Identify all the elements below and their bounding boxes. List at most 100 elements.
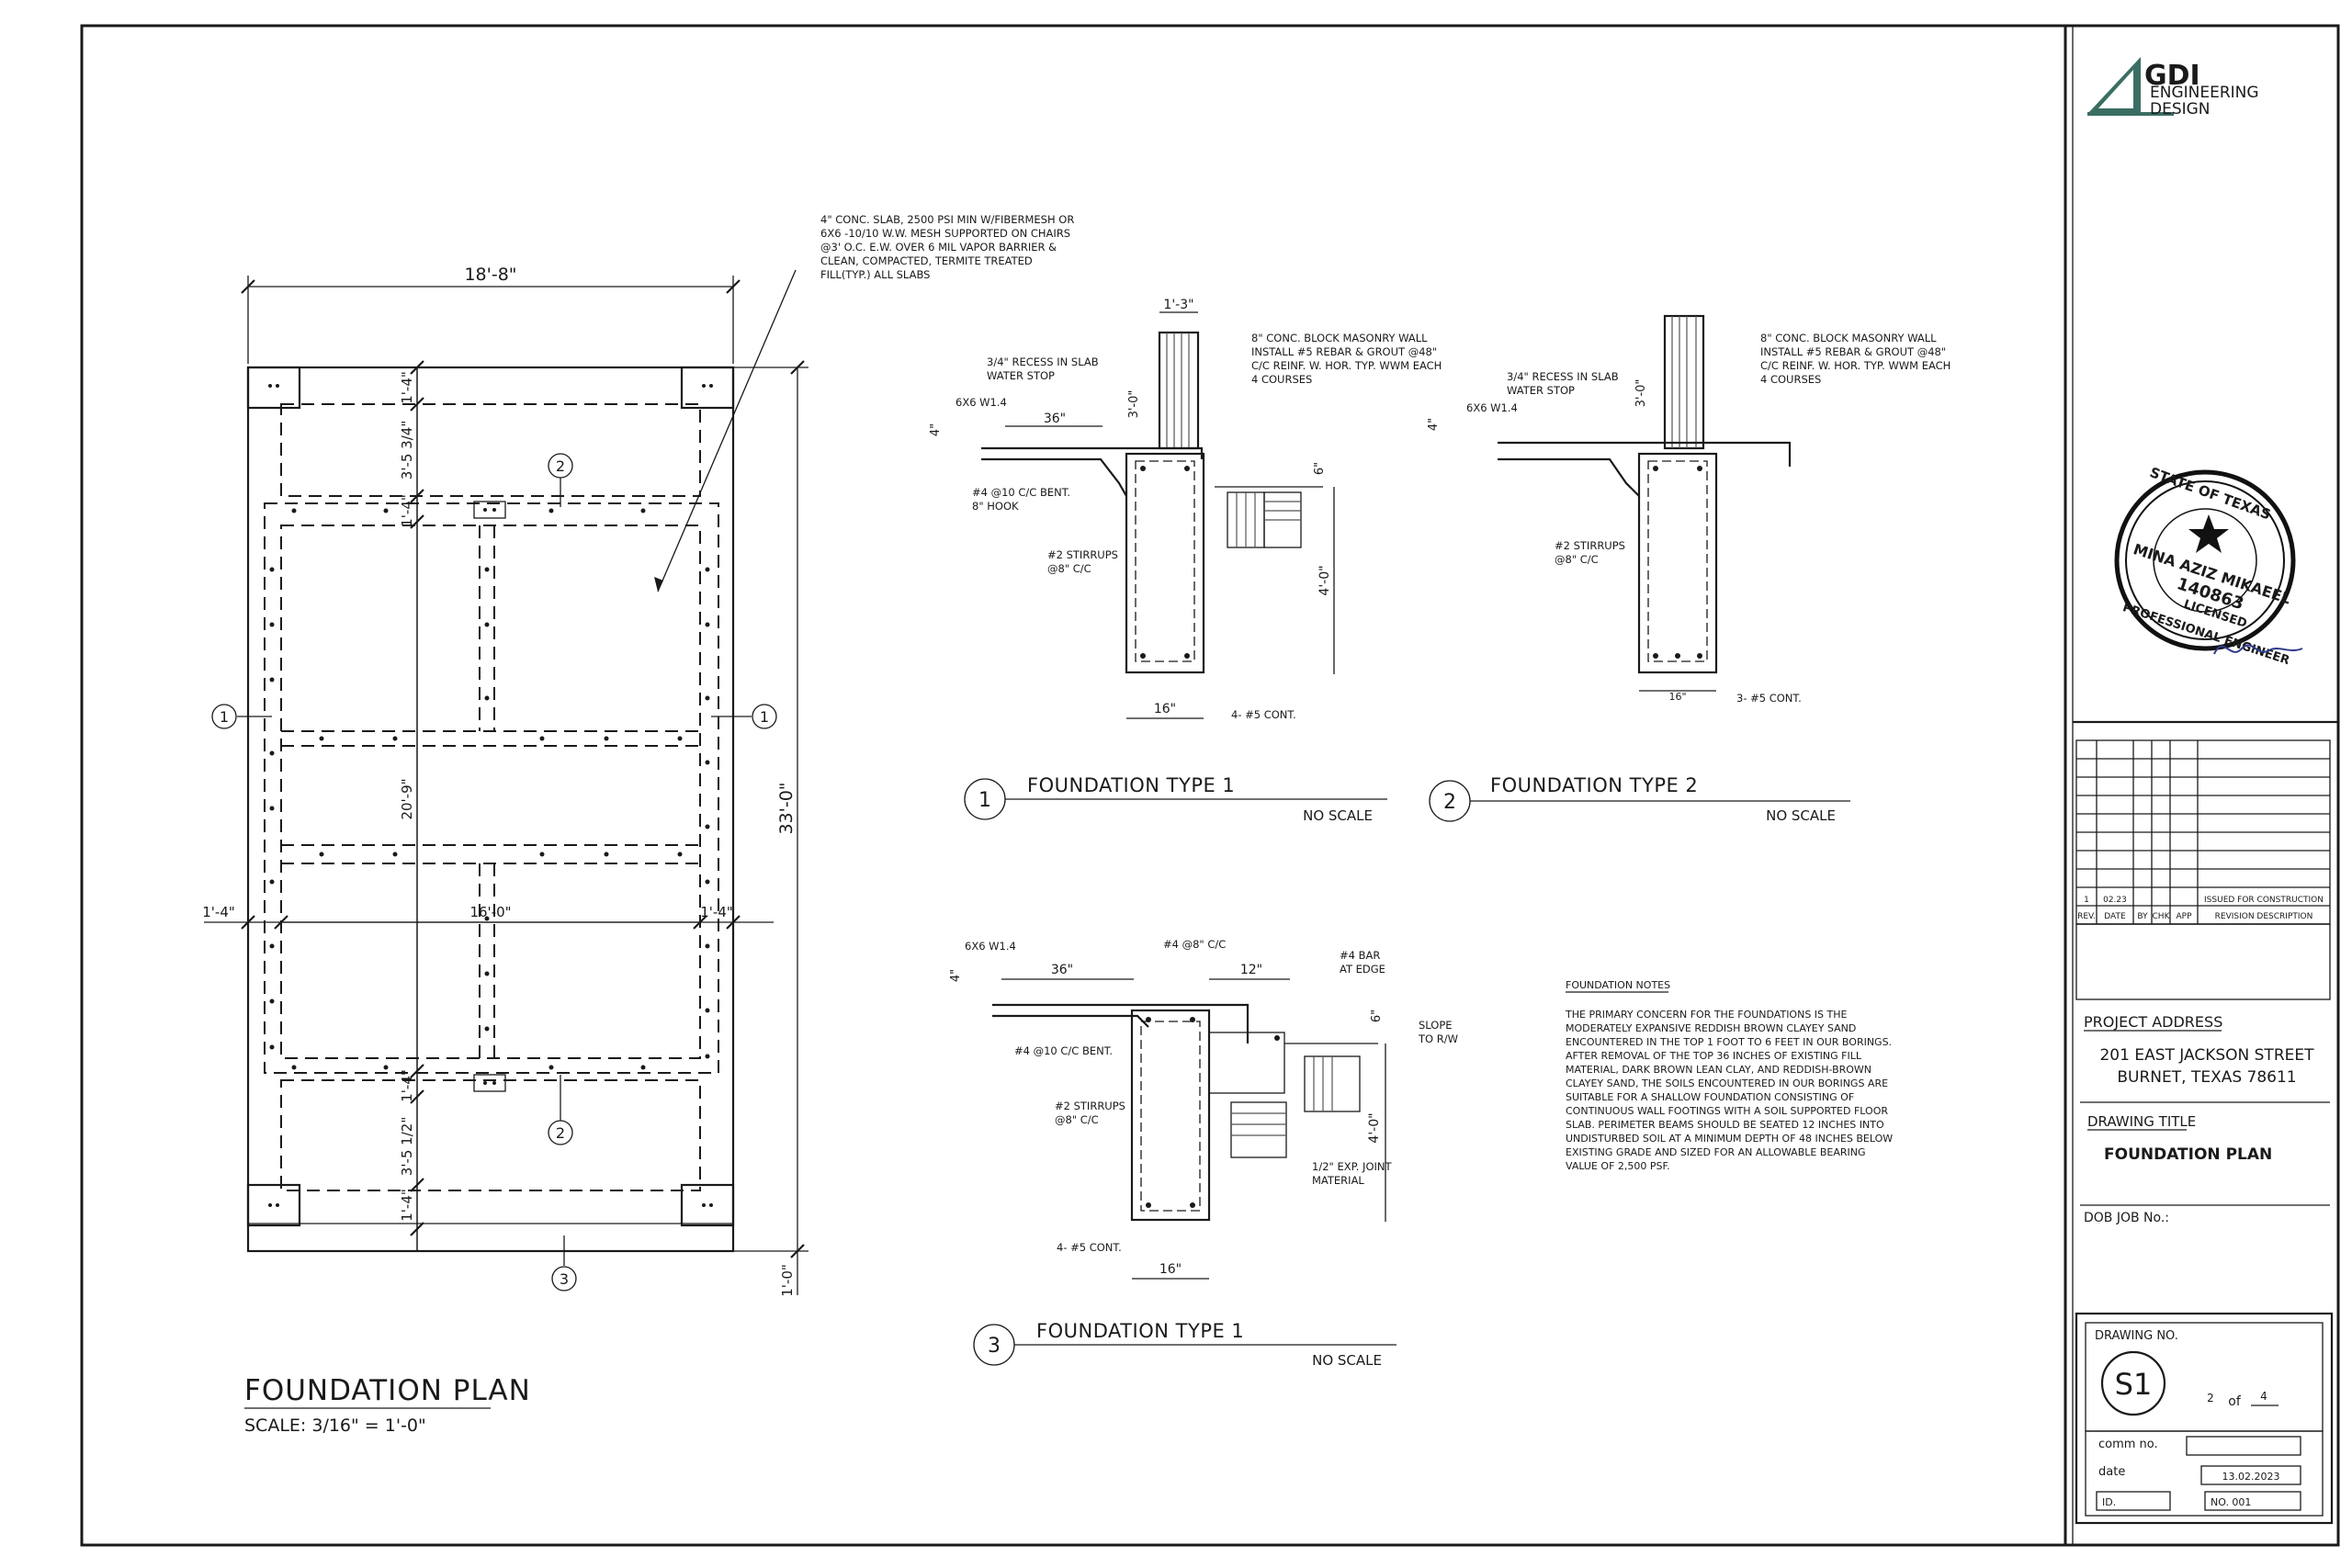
section-marker [551,1266,577,1292]
rev-header-by: BY [2137,912,2148,921]
d3-stirrups: #2 STIRRUPS @8" C/C [1055,1100,1129,1126]
rev-number: 1 [2084,896,2089,905]
corner-pad [680,366,735,410]
d3-top-bar: #4 @8" C/C [1163,938,1226,951]
section-marker [211,704,237,729]
date-label: date [2098,1465,2125,1479]
d2-mesh: 6X6 W1.4 [1466,401,1518,414]
address-line-2: BURNET, TEXAS 78611 [2117,1068,2296,1087]
date-value: 13.02.2023 [2222,1471,2280,1483]
d2-scale: NO SCALE [1766,807,1836,824]
rev-header-rev: REV. [2077,912,2096,921]
drawing-no: S1 [2115,1367,2153,1402]
d2-wall-note: 8" CONC. BLOCK MASONRY WALL INSTALL #5 R… [1760,332,1954,386]
notes-line: SLAB. PERIMETER BEAMS SHOULD BE SEATED 1… [1566,1119,1884,1131]
d3-bent: #4 @10 C/C BENT. [1014,1044,1113,1057]
d1-dim-depth: 4'-0" [1317,565,1332,595]
rev-header-app: APP [2176,912,2192,921]
d3-title: FOUNDATION TYPE 1 [1036,1320,1244,1342]
corner-pad [680,1183,735,1227]
sheet-border [80,24,2340,1547]
d2-dim-3: 3'-0" [1634,379,1648,408]
professional-engineer-seal: STATE OF TEXAS MINA AZIZ MIKAEEL 140863 … [2114,464,2303,668]
dob-job-label: DOB JOB No.: [2084,1211,2169,1225]
marker-right-label: 1 [760,708,769,726]
sheet-number: 2 [2207,1392,2214,1404]
notes-line: UNDISTURBED SOIL AT A MINIMUM DEPTH OF 4… [1566,1133,1893,1145]
d1-scale: NO SCALE [1303,807,1373,824]
revision-table: 1 02.23 ISSUED FOR CONSTRUCTION REV. DAT… [2075,739,2331,1000]
drawing-title: FOUNDATION PLAN [2104,1145,2272,1164]
rebar-dots [268,384,713,1207]
dim-interior-width: 16'-0" [469,904,511,920]
marker-section-label: 3 [560,1270,569,1288]
d2-stirrups: #2 STIRRUPS @8" C/C [1555,539,1629,566]
plan-title: FOUNDATION PLAN [244,1374,531,1407]
detail-foundation-type-1: 1'-3" 36" 4" 3'-0" 6" 4'-0" 16" 8" CONC.… [929,298,1442,824]
notes-line: EXISTING GRADE AND SIZED FOR AN ALLOWABL… [1566,1146,1866,1158]
notes-line: CONTINUOUS WALL FOOTINGS WITH A SOIL SUP… [1566,1105,1888,1117]
d3-dim-depth: 4'-0" [1367,1112,1382,1143]
d3-dim-12: 12" [1240,963,1262,977]
rev-header-desc: REVISION DESCRIPTION [2215,912,2313,921]
dim-edge-right: 1'-4" [700,904,733,920]
dim-edge-left: 1'-4" [202,904,235,920]
d3-edge-bar: #4 BAR AT EDGE [1340,949,1385,976]
d1-dim-slab: 36" [1044,412,1066,426]
company-logo: GDI ENGINEERING DESIGN [2087,57,2259,118]
drawing-title-label: DRAWING TITLE [2087,1113,2196,1130]
corner-pad [246,1183,301,1227]
d3-slope: SLOPE TO R/W [1418,1019,1458,1045]
d1-dim-6: 6" [1313,462,1327,475]
sheet-total: 4 [2260,1390,2267,1403]
dim-interior-height: 20'-9" [399,778,415,819]
d3-joint: 1/2" EXP. JOINT MATERIAL [1312,1160,1395,1187]
d3-number: 3 [988,1335,1001,1358]
d2-recess: 3/4" RECESS IN SLAB WATER STOP [1507,370,1622,397]
no-value: NO. 001 [2211,1496,2251,1508]
section-marker [752,704,777,729]
d1-number: 1 [978,789,991,812]
rev-description: ISSUED FOR CONSTRUCTION [2204,896,2324,905]
logo-engineering: ENGINEERING [2150,84,2259,102]
id-label: ID. [2102,1496,2116,1508]
foundation-notes: FOUNDATION NOTES THE PRIMARY CONCERN FOR… [1565,979,1893,1172]
d3-cont: 4- #5 CONT. [1057,1241,1122,1254]
dim-overall-width: 18'-8" [464,265,516,285]
detail-foundation-type-2: 16" 4" 3'-0" 8" CONC. BLOCK MASONRY WALL… [1427,314,1954,824]
d1-dim-3: 3'-0" [1127,390,1141,419]
plan-slab-outline [246,366,735,1253]
drawing-no-label: DRAWING NO. [2095,1329,2178,1343]
corner-pad [246,366,301,410]
dim-bottom-extra: 1'-0" [779,1264,796,1297]
dim-top-1: 1'-4" [399,371,415,404]
rev-header-chk: CHK [2153,912,2171,921]
d3-mesh: 6X6 W1.4 [965,940,1016,953]
sheet-of: of [2228,1394,2242,1409]
drawing-no-circle [2100,1350,2166,1416]
d3-dim-width: 16" [1159,1262,1182,1277]
foundation-plan: 18'-8" 33'-0" 1'-0" 1'-4" 3'-5 3/4" 1'-4… [202,213,1074,1436]
rev-date: 02.23 [2103,896,2127,905]
d3-dim-slab: 36" [1051,963,1073,977]
logo-gdi: GDI [2144,60,2200,92]
d1-stirrups: #2 STIRRUPS @8" C/C [1047,548,1122,575]
d2-dim-width: 16" [1668,691,1686,703]
dim-bot-2: 3'-5 1/2" [399,1117,415,1176]
address-line-1: 201 EAST JACKSON STREET [2099,1046,2314,1065]
marker-top-label: 2 [556,457,565,475]
dim-overall-height: 33'-0" [776,782,797,834]
notes-body: THE PRIMARY CONCERN FOR THE FOUNDATIONS … [1565,1009,1893,1172]
notes-line: AFTER REMOVAL OF THE TOP 36 INCHES OF EX… [1566,1050,1862,1062]
d1-title: FOUNDATION TYPE 1 [1027,774,1235,796]
d2-dim-4: 4" [1427,418,1441,431]
logo-design: DESIGN [2150,100,2211,118]
notes-line: CLAYEY SAND, THE SOILS ENCOUNTERED IN OU… [1566,1077,1888,1089]
date-field [2200,1465,2301,1485]
rev-header-date: DATE [2104,912,2126,921]
d1-dim-wall: 1'-3" [1163,298,1193,312]
dim-bot-3: 1'-4" [399,1189,415,1222]
notes-line: MODERATELY EXPANSIVE REDDISH BROWN CLAYE… [1566,1022,1856,1034]
notes-heading: FOUNDATION NOTES [1566,979,1670,991]
